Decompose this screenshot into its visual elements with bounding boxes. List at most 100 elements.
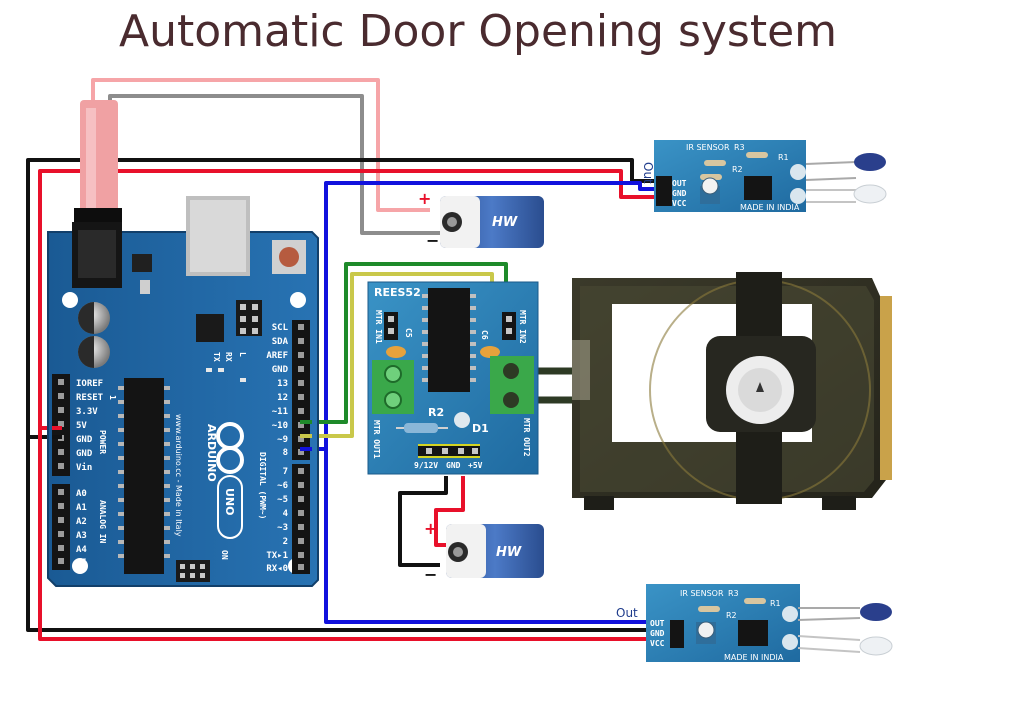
on-led-label: ON	[220, 550, 229, 560]
blue-wire	[300, 181, 660, 451]
icsp-bottom	[176, 560, 210, 582]
ir-sensor-label: IR SENSOR	[680, 589, 724, 598]
r2-label: R2	[732, 165, 743, 174]
pin-label: ~6	[277, 481, 288, 491]
diagram-title: Automatic Door Opening system	[119, 6, 837, 57]
battery-brand: HW	[496, 545, 522, 560]
ir-emitter-led	[860, 603, 892, 621]
comparator-ic	[738, 620, 768, 646]
out-label-top: Out	[641, 162, 655, 184]
pin-label: Vin	[76, 462, 92, 473]
pin-label: RESET	[76, 393, 104, 403]
pin-label: GND	[672, 189, 687, 198]
uno-model: UNO	[223, 488, 236, 516]
pin-label: TX▸1	[266, 551, 288, 561]
digital-header-top	[292, 320, 310, 460]
black-wire-bottom	[26, 437, 660, 632]
power-group-label: POWER	[98, 430, 107, 454]
mtr-in1-label: MTR IN1	[374, 310, 383, 344]
gray-wire	[108, 94, 452, 235]
made-in-label: MADE IN INDIA	[724, 653, 784, 662]
pin-label: 13	[277, 379, 288, 389]
pin-label: 4	[283, 509, 289, 519]
cd-tray-door	[572, 272, 892, 510]
mtr-in2-label: MTR IN2	[518, 310, 527, 344]
pin-label: ~9	[277, 435, 288, 445]
pin-label: A2	[76, 517, 87, 527]
atmega-chip	[118, 378, 170, 574]
pin-label: GND	[650, 629, 665, 638]
pin-label: OUT	[650, 619, 665, 628]
battery-bottom: HW + −	[424, 519, 544, 584]
ir-sensor-top: IR SENSOR R3 R1 R2 OUT GND VCC MADE IN I…	[641, 140, 887, 212]
arduino-uno-board: TX RX L ARDUINO	[47, 196, 319, 587]
pin-label: A1	[76, 503, 87, 513]
rx-label: RX	[224, 352, 233, 362]
uno-badge: UNO	[217, 475, 243, 539]
l-led-label: L	[238, 352, 247, 357]
digital-pin-labels: SCL SDA AREF GND 13 12 ~11 ~10 ~9 8 7 ~6…	[266, 323, 288, 574]
pink-wire	[91, 78, 430, 212]
pin-label: ~3	[277, 523, 288, 533]
comparator-ic	[744, 176, 772, 200]
battery-plus: +	[418, 189, 431, 208]
pin-label: RX◂0	[266, 564, 288, 574]
red-wire-battery	[434, 476, 465, 547]
pin-label: 2	[283, 537, 288, 547]
r1-label: R1	[770, 599, 781, 608]
digital-group-label: DIGITAL (PWM~)	[258, 452, 267, 519]
pin-label: 8	[283, 448, 288, 458]
pin-label: A0	[76, 489, 87, 499]
arduino-brand: ARDUINO	[205, 424, 218, 482]
arduino-logo: ARDUINO	[205, 422, 244, 482]
potentiometer	[697, 621, 715, 639]
c6-label: C6	[480, 330, 489, 340]
pin-label: ~11	[272, 407, 288, 417]
ir-sensor-label: IR SENSOR	[686, 143, 730, 152]
motor-driver-module: REES52 MTR IN1 MTR IN2 C5 C6	[367, 281, 539, 475]
pin-label: A4	[76, 545, 87, 555]
pin-label: IOREF	[76, 379, 103, 389]
made-in-label: MADE IN INDIA	[740, 203, 800, 212]
capacitor-c5	[386, 346, 406, 358]
icsp-label: 1	[108, 395, 117, 400]
pin-label: 5V	[76, 421, 87, 431]
r3-label: R3	[728, 589, 739, 598]
ir-receiver-led	[853, 184, 887, 204]
mtr-out1-label: MTR OUT1	[372, 420, 381, 459]
r3-label: R3	[734, 143, 745, 152]
pin-label: VCC	[650, 639, 665, 648]
pin-label: ~10	[272, 421, 288, 431]
wire-stubs	[52, 420, 312, 451]
black-wire-battery	[398, 476, 448, 567]
pin-label: GND	[76, 435, 93, 445]
d1-label: D1	[472, 422, 489, 435]
terminal-block-out1	[372, 360, 414, 414]
blue-wire-bottom	[324, 449, 660, 624]
tx-label: TX	[212, 352, 221, 362]
pin-label: 3.3V	[76, 407, 98, 417]
terminal-block-out2	[490, 356, 534, 414]
mtr-out2-label: MTR OUT2	[522, 418, 531, 457]
driver-ic	[422, 288, 476, 392]
r2-label: R2	[428, 406, 444, 419]
pin-label: GND	[272, 365, 289, 375]
power-pin-labels: IOREF RESET 3.3V 5V GND GND Vin	[76, 379, 104, 473]
digital-header-bottom	[292, 464, 310, 574]
arduino-site: www.arduino.cc - Made in Italy	[174, 414, 183, 537]
v912-label: 9/12V	[414, 461, 438, 470]
pin-label: A5	[76, 558, 87, 568]
pin-label: OUT	[672, 179, 687, 188]
pin-label: AREF	[266, 351, 288, 361]
pin-label: A3	[76, 531, 87, 541]
ir-sensor-bottom: IR SENSOR R3 R1 R2 OUT GND VCC MADE IN I…	[616, 584, 893, 662]
battery-brand: HW	[492, 215, 518, 230]
pin-label: SCL	[272, 323, 289, 333]
r2-label: R2	[726, 611, 737, 620]
led-d1	[454, 412, 470, 428]
pin-label: 12	[277, 393, 288, 403]
driver-brand: REES52	[374, 286, 421, 299]
red-wire-bottom	[38, 428, 660, 641]
